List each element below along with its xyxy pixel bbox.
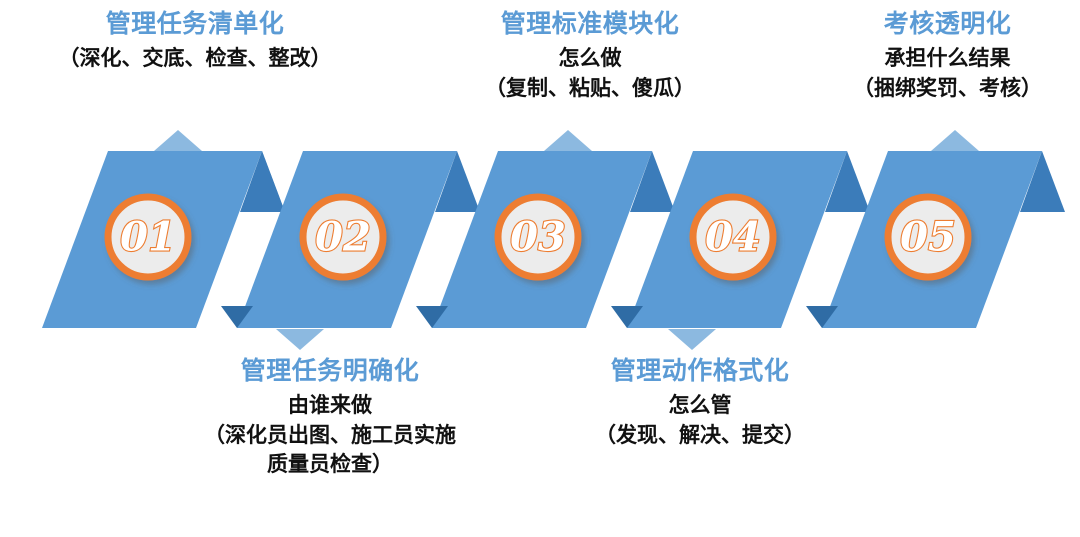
- corner-triangle-bottom-5: [806, 306, 838, 328]
- corner-triangle-top-4: [825, 151, 870, 212]
- badge-4[interactable]: [689, 193, 777, 281]
- badge-circle-5: [884, 193, 972, 281]
- step-detail-4-line-1: （发现、解决、提交）: [595, 423, 805, 447]
- arrow-up-step-1: [154, 130, 202, 151]
- badge-5[interactable]: [884, 193, 972, 281]
- connector-arrows: [154, 130, 979, 350]
- corner-triangle-top-3: [630, 151, 675, 212]
- step-text-4: 管理动作格式化 怎么管 （发现、解决、提交）: [530, 355, 870, 451]
- step-subtitle-2: 由谁来做: [288, 393, 372, 417]
- badge-2[interactable]: [299, 193, 387, 281]
- badge-circle-4: [689, 193, 777, 281]
- step-text-2: 管理任务明确化 由谁来做 （深化员出图、施工员实施 质量员检查）: [145, 355, 515, 480]
- badge-circle-3: [494, 193, 582, 281]
- badge-1[interactable]: [104, 193, 192, 281]
- arrow-down-step-2: [276, 329, 324, 350]
- step-subtitle-3: 怎么做: [558, 46, 622, 70]
- step-text-5: 考核透明化 承担什么结果 （捆绑奖罚、考核）: [815, 8, 1080, 104]
- step-subtitle-4: 怎么管: [668, 393, 732, 417]
- corner-triangle-bottom-3: [416, 306, 448, 328]
- step-heading-4: 管理动作格式化: [610, 357, 790, 385]
- step-text-3: 管理标准模块化 怎么做 （复制、粘贴、傻瓜）: [425, 8, 755, 104]
- badge-label-4: 04: [705, 214, 761, 261]
- badge-circle-2: [299, 193, 387, 281]
- badge-3[interactable]: [494, 193, 582, 281]
- corner-triangle-bottom-4: [611, 306, 643, 328]
- arrow-up-step-3: [544, 130, 592, 151]
- step-heading-2: 管理任务明确化: [240, 357, 420, 385]
- step-detail-3-line-1: （复制、粘贴、傻瓜）: [485, 76, 695, 100]
- step-heading-3: 管理标准模块化: [500, 10, 680, 38]
- number-badges: 01 02 03 04 05: [104, 193, 972, 281]
- corner-triangle-top-5: [1020, 151, 1065, 212]
- step-text-1: 管理任务清单化 （深化、交底、检查、整改）: [0, 8, 395, 74]
- step-detail-1-line-1: （深化、交底、检查、整改）: [58, 46, 332, 70]
- badge-circle-1: [104, 193, 192, 281]
- step-detail-2-line-1: （深化员出图、施工员实施: [204, 423, 456, 447]
- step-detail-5-line-1: （捆绑奖罚、考核）: [853, 76, 1042, 100]
- arrow-up-step-5: [931, 130, 979, 151]
- corner-triangle-bottom-2: [221, 306, 253, 328]
- corner-triangle-top-1b: [262, 151, 285, 212]
- badge-label-2: 02: [315, 214, 371, 261]
- step-heading-1: 管理任务清单化: [105, 10, 285, 38]
- arrow-down-step-4: [668, 329, 716, 350]
- badge-label-1: 01: [120, 214, 176, 261]
- badge-label-3: 03: [510, 214, 566, 261]
- step-subtitle-5: 承担什么结果: [884, 46, 1011, 70]
- badge-label-5: 05: [900, 214, 956, 261]
- corner-triangle-top-2: [435, 151, 480, 212]
- step-detail-2-line-2: 质量员检查）: [267, 453, 393, 477]
- step-heading-5: 考核透明化: [883, 10, 1012, 38]
